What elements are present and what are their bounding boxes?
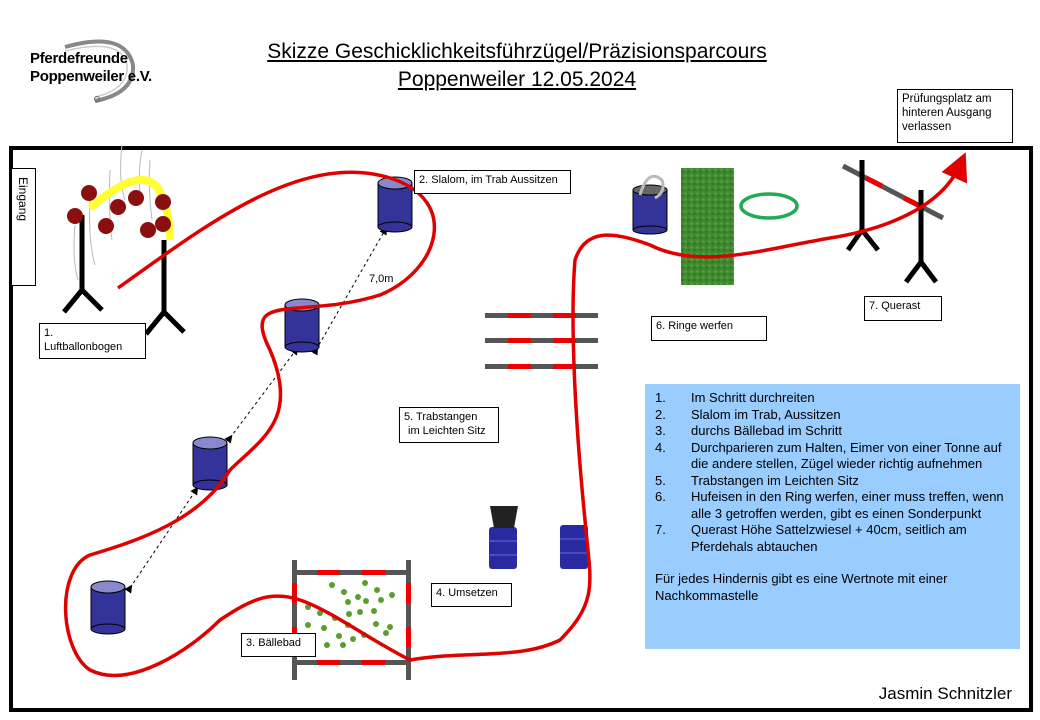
scoring-note: Für jedes Hindernis gibt es eine Wertnot… <box>655 571 948 603</box>
club-name: Pferdefreunde Poppenweiler e.V. <box>30 50 152 86</box>
horseshoe-barrel <box>632 174 668 235</box>
station-5-line2: im Leichten Sitz <box>408 425 486 437</box>
bucket-icon <box>490 506 518 528</box>
balloon-arch <box>62 144 186 336</box>
instruction-text: Durchparieren zum Halten, Eimer von eine… <box>691 439 1002 472</box>
barrel <box>192 436 228 491</box>
station-3-label: 3. Bällebad <box>241 633 316 657</box>
instruction-item: 6. Hufeisen in den Ring werfen, einer mus… <box>655 489 1010 522</box>
distance-arrows <box>124 226 387 594</box>
instructions-legend: 1. Im Schritt durchreiten 2. Slalom im Tra… <box>645 384 1020 649</box>
station-7-label: 7. Querast <box>864 296 942 321</box>
instructions-list: 1. Im Schritt durchreiten 2. Slalom im Tra… <box>655 390 1010 555</box>
branch-obstacle <box>841 160 945 284</box>
station-5-label: 5. Trabstangen im Leichten Sitz <box>399 407 499 443</box>
trot-poles <box>485 313 598 369</box>
entrance-label: Eingang <box>11 168 36 286</box>
ball-pit <box>292 560 411 680</box>
entrance-text: Eingang <box>16 177 30 222</box>
club-name-line2: Poppenweiler e.V. <box>30 68 152 85</box>
instruction-number: 1. <box>655 390 666 405</box>
instruction-number: 3. <box>655 423 666 438</box>
instruction-text: Hufeisen in den Ring werfen, einer muss … <box>691 489 1004 521</box>
route-line <box>63 152 968 677</box>
instruction-item: 7. Querast Höhe Sattelzwiesel + 40cm, sei… <box>655 522 1010 555</box>
distance-label: 7,0m <box>369 273 394 285</box>
station-1-number: 1. <box>44 327 54 339</box>
club-name-line1: Pferdefreunde <box>30 50 128 67</box>
trot-pole <box>485 313 598 318</box>
instruction-item: 1. Im Schritt durchreiten <box>655 390 1010 407</box>
instruction-item: 2. Slalom im Trab, Aussitzen <box>655 407 1010 424</box>
club-logo <box>25 35 145 105</box>
balloons <box>67 185 171 238</box>
instruction-number: 6. <box>655 489 666 504</box>
balls <box>305 580 395 648</box>
horseshoe-icon <box>64 39 136 103</box>
oil-barrel <box>489 527 517 569</box>
instruction-text: Im Schritt durchreiten <box>691 390 815 405</box>
target-ring <box>739 192 799 220</box>
arch-stand-left <box>62 215 104 314</box>
oil-barrel <box>560 525 588 569</box>
arena-border <box>9 146 1033 712</box>
transfer-station <box>489 506 588 569</box>
instruction-number: 7. <box>655 522 666 537</box>
station-4-label: 4. Umsetzen <box>431 583 512 607</box>
page-subtitle: Poppenweiler 12.05.2024 <box>397 68 637 91</box>
trot-pole <box>485 338 598 343</box>
station-5-line1: 5. Trabstangen <box>404 411 478 423</box>
slalom-barrels <box>90 176 413 635</box>
horseshoe-icon <box>638 174 665 200</box>
instruction-item: 4. Durchparieren zum Halten, Eimer von ei… <box>655 440 1010 473</box>
author-name: Jasmin Schnitzler <box>878 684 1012 703</box>
instruction-text: Trabstangen im Leichten Sitz <box>691 472 859 488</box>
station-2-label: 2. Slalom, im Trab Aussitzen <box>414 170 571 194</box>
instruction-number: 4. <box>655 439 666 455</box>
ring-throw-station <box>632 168 799 285</box>
trot-pole <box>485 364 598 369</box>
exit-note: Prüfungsplatz am hinteren Ausgang verlas… <box>897 89 1013 143</box>
barrel <box>90 580 126 635</box>
station-1-label: 1. Luftballonbogen <box>39 323 146 359</box>
instruction-text: Querast Höhe Sattelzwiesel + 40cm, seitl… <box>691 522 967 554</box>
station-6-label: 6. Ringe werfen <box>651 316 767 341</box>
instruction-number: 2. <box>655 406 666 422</box>
arch-stand-right <box>144 240 186 336</box>
instruction-text: durchs Bällebad im Schritt <box>691 423 843 438</box>
instruction-number: 5. <box>655 472 666 488</box>
station-1-name: Luftballonbogen <box>44 341 123 353</box>
instruction-item: 3. durchs Bällebad im Schritt <box>655 423 1010 440</box>
instruction-item: 5. Trabstangen im Leichten Sitz <box>655 473 1010 490</box>
instruction-text: Slalom im Trab, Aussitzen <box>691 406 841 422</box>
barrel <box>377 176 413 233</box>
grass-mat <box>681 168 734 285</box>
page-title: Skizze Geschicklichkeitsführzügel/Präzis… <box>267 40 767 63</box>
